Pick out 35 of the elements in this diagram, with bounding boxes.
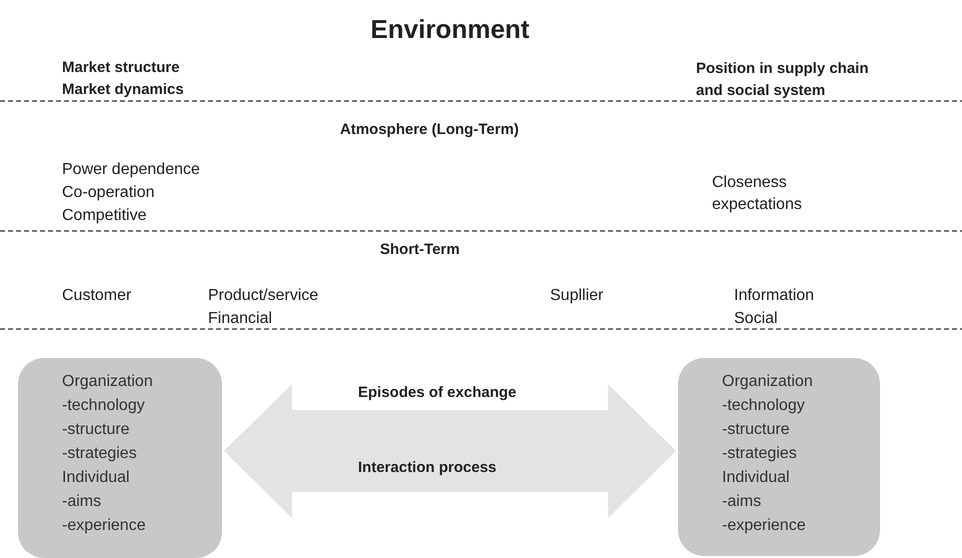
box-text: -structure	[62, 420, 131, 440]
organization-box	[18, 358, 222, 558]
text-label: Product/service	[208, 286, 318, 306]
text-label: Social	[734, 309, 778, 329]
heading-label: Position in supply chain and social system	[696, 59, 870, 101]
organization-box	[678, 358, 880, 556]
box-text: Organization	[722, 372, 814, 392]
text-label: Information	[734, 286, 814, 306]
box-text: Organization	[62, 372, 154, 392]
text-label: Co-operation	[62, 183, 154, 203]
box-text: -strategies	[722, 444, 798, 464]
box-text: Individual	[722, 468, 791, 488]
heading-label: Atmosphere (Long-Term)	[340, 120, 519, 140]
box-text: -structure	[722, 420, 791, 440]
box-text: Individual	[62, 468, 131, 488]
edge-label: Interaction process	[358, 458, 496, 478]
box-text: -strategies	[62, 444, 138, 464]
box-text: -experience	[62, 516, 147, 536]
box-text: -aims	[62, 492, 102, 512]
text-label: Financial	[208, 309, 272, 329]
text-label: Customer	[62, 286, 132, 306]
box-text: -aims	[722, 492, 762, 512]
box-text: -technology	[62, 396, 146, 416]
box-text: -technology	[722, 396, 806, 416]
heading-label: Market dynamics	[62, 80, 184, 100]
text-label: Supllier	[550, 286, 604, 306]
text-label: Power dependence	[62, 160, 200, 180]
text-label: Competitive	[62, 206, 146, 226]
heading-label: Short-Term	[380, 240, 460, 260]
text-label: Closeness expectations	[712, 173, 803, 215]
heading-label: Market structure	[62, 58, 180, 78]
title: Environment	[370, 14, 530, 44]
box-text: -experience	[722, 516, 807, 536]
heading-label: Episodes of exchange	[358, 383, 516, 403]
double-arrow	[224, 384, 676, 518]
